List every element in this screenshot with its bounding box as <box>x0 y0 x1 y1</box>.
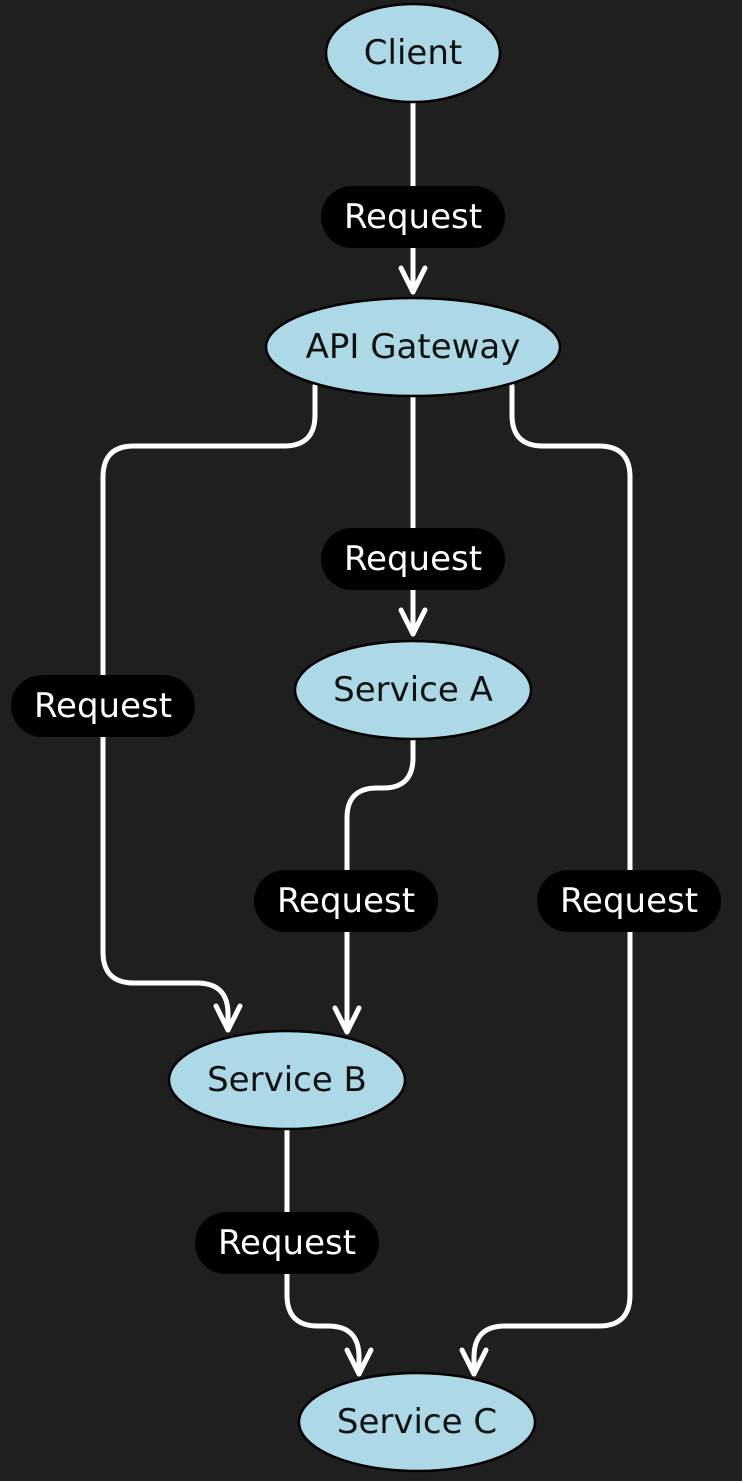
edge-label-background <box>195 1212 379 1274</box>
arrowhead <box>398 265 428 295</box>
edge-service-a-to-service-b <box>332 737 416 1035</box>
edge-label-text: Request <box>218 1223 356 1263</box>
edge-label-background <box>321 186 505 248</box>
node-shape <box>264 296 562 398</box>
edge-label-text: Request <box>344 539 482 579</box>
edge-label-text: Request <box>34 686 172 726</box>
edge-label-client-to-gateway: Request <box>321 186 505 248</box>
node-label-service-b: Service B <box>207 1060 367 1100</box>
arrowhead <box>213 1003 243 1033</box>
node-client: Client <box>324 2 502 104</box>
node-api-gateway: API Gateway <box>264 296 562 398</box>
node-label-api-gateway: API Gateway <box>306 327 521 367</box>
arrowhead <box>332 1005 362 1035</box>
node-shape <box>167 1029 407 1131</box>
node-label-client: Client <box>364 33 462 73</box>
edge-label-background <box>321 528 505 590</box>
node-service-a: Service A <box>293 639 533 741</box>
edge-label-text: Request <box>277 881 415 921</box>
node-label-service-a: Service A <box>333 670 493 710</box>
node-service-c: Service C <box>297 1371 537 1473</box>
edge-gateway-to-service-a <box>398 395 428 637</box>
node-shape <box>297 1371 537 1473</box>
node-shape <box>293 639 533 741</box>
edge-label-text: Request <box>560 881 698 921</box>
edge-line <box>284 1127 362 1377</box>
edge-label-gateway-to-service-a: Request <box>321 528 505 590</box>
arrowhead <box>459 1347 489 1377</box>
edge-label-background <box>254 870 438 932</box>
edge-label-service-a-to-service-b: Request <box>254 870 438 932</box>
edge-label-gateway-to-service-c: Request <box>537 870 721 932</box>
edge-line <box>344 737 416 1035</box>
node-service-b: Service B <box>167 1029 407 1131</box>
arrowhead <box>344 1347 374 1377</box>
edge-label-background <box>11 675 195 737</box>
node-label-service-c: Service C <box>337 1402 497 1442</box>
node-shape <box>324 2 502 104</box>
edge-label-service-b-to-service-c: Request <box>195 1212 379 1274</box>
edge-label-gateway-to-service-b: Request <box>11 675 195 737</box>
edge-label-text: Request <box>344 197 482 237</box>
arrowhead <box>398 607 428 637</box>
edge-label-background <box>537 870 721 932</box>
edge-service-b-to-service-c <box>284 1127 374 1377</box>
